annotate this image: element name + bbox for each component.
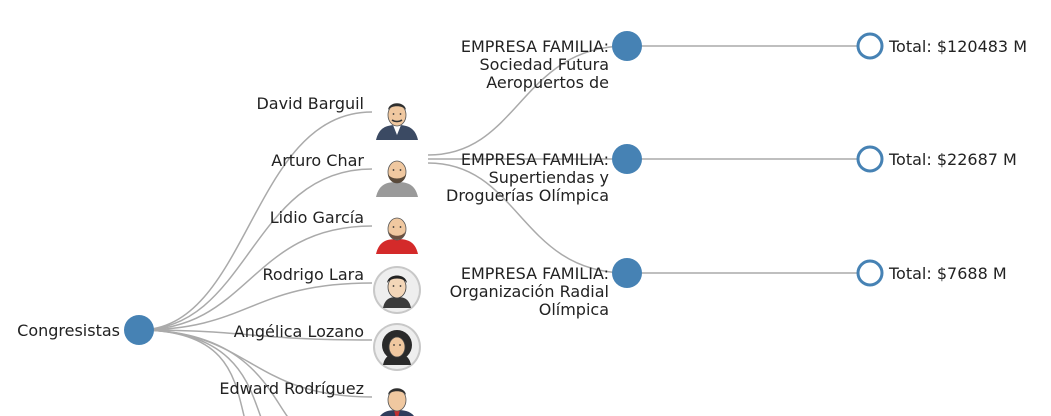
avatar-angelica-lozano[interactable]: [373, 323, 421, 371]
link-root-arturo-char: [138, 168, 373, 331]
empresa-label-line-3: Droguerías Olímpica: [446, 186, 609, 205]
total-label: Total: $22687 M: [888, 150, 1017, 169]
avatar-lidio-garcia[interactable]: [376, 217, 418, 254]
empresa-label-line-3: Aeropuertos de: [486, 73, 609, 92]
empresa-label-line-2: Supertiendas y: [489, 168, 609, 187]
portrait-icon: [376, 160, 418, 197]
congresista-label-angelica-lozano[interactable]: Angélica Lozano: [234, 322, 364, 341]
total-label: Total: $7688 M: [888, 264, 1007, 283]
portrait-icon: [380, 388, 414, 416]
total-node-circle[interactable]: [856, 32, 884, 60]
empresa-label-line-1: EMPRESA FAMILIA:: [461, 264, 609, 283]
empresa-node-2[interactable]: EMPRESA FAMILIA: Supertiendas y Droguerí…: [446, 144, 642, 205]
congresista-label-lidio-garcia[interactable]: Lidio García: [270, 208, 364, 227]
link-root-offscreen-1: [138, 329, 245, 416]
empresa-node-circle[interactable]: [612, 31, 642, 61]
empresa-label-line-2: Sociedad Futura: [480, 55, 610, 74]
congresista-label-david-barguil[interactable]: David Barguil: [256, 94, 364, 113]
root-node-circle[interactable]: [124, 315, 154, 345]
congresista-label-edward-rodriguez[interactable]: Edward Rodríguez: [219, 379, 364, 398]
empresa-node-circle[interactable]: [612, 144, 642, 174]
portrait-icon: [376, 103, 418, 140]
link-root-david-barguil: [138, 111, 373, 331]
congresista-label-rodrigo-lara[interactable]: Rodrigo Lara: [263, 265, 365, 284]
congresistas-labels: David Barguil Arturo Char Lidio García R…: [219, 94, 364, 398]
link-root-angelica-lozano: [138, 329, 373, 341]
total-node-1[interactable]: Total: $120483 M: [856, 32, 1027, 60]
avatar-arturo-char[interactable]: [376, 160, 418, 197]
portrait-icon: [373, 266, 421, 314]
link-root-rodrigo-lara: [138, 282, 373, 331]
empresa-label-line-3: Olímpica: [539, 300, 609, 319]
total-node-3[interactable]: Total: $7688 M: [856, 259, 1007, 287]
link-char-empresa-1: [427, 45, 628, 156]
empresa-label-line-1: EMPRESA FAMILIA:: [461, 150, 609, 169]
portrait-icon: [376, 217, 418, 254]
total-label: Total: $120483 M: [888, 37, 1027, 56]
link-root-offscreen-3: [138, 329, 289, 416]
empresa-node-1[interactable]: EMPRESA FAMILIA: Sociedad Futura Aeropue…: [461, 31, 642, 92]
avatar-edward-rodriguez[interactable]: [376, 388, 418, 416]
root-label: Congresistas: [17, 321, 120, 340]
empresa-label-line-2: Organización Radial: [450, 282, 609, 301]
link-char-empresa-3: [427, 162, 628, 274]
empresa-node-3[interactable]: EMPRESA FAMILIA: Organización Radial Olí…: [450, 258, 642, 319]
tree-links: [138, 45, 870, 416]
avatar-david-barguil[interactable]: [376, 103, 418, 140]
empresa-node-circle[interactable]: [612, 258, 642, 288]
empresa-label-line-1: EMPRESA FAMILIA:: [461, 37, 609, 56]
link-root-lidio-garcia: [138, 225, 373, 331]
congresista-label-arturo-char[interactable]: Arturo Char: [271, 151, 364, 170]
root-node[interactable]: Congresistas: [17, 315, 154, 345]
total-node-circle[interactable]: [856, 145, 884, 173]
avatar-rodrigo-lara[interactable]: [373, 266, 421, 314]
portrait-icon: [373, 323, 421, 371]
total-node-circle[interactable]: [856, 259, 884, 287]
total-node-2[interactable]: Total: $22687 M: [856, 145, 1017, 173]
